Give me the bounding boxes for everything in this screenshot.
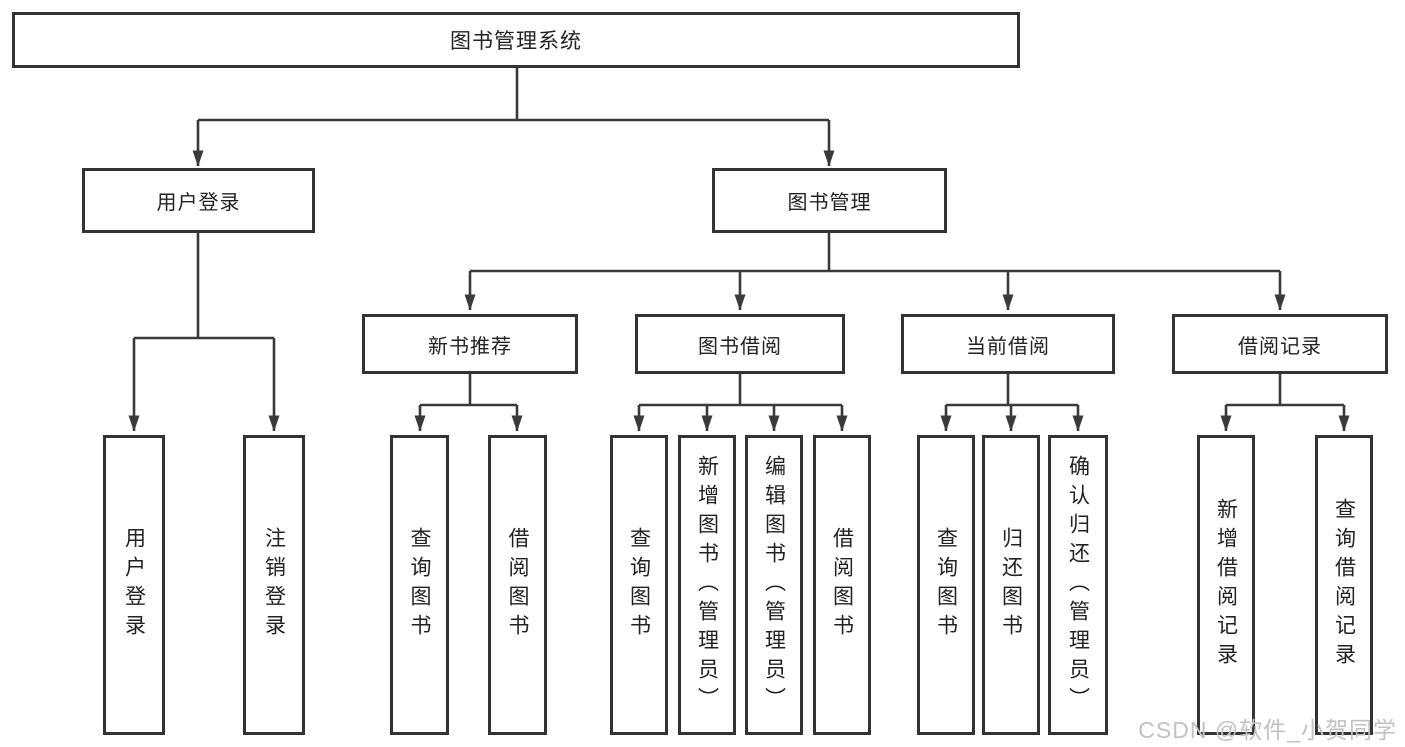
leaf-query-borrow-record: 查询借阅记录 <box>1315 435 1373 735</box>
leaf-add-books-admin: 新增图书（管理员） <box>678 435 736 735</box>
node-label: 新书推荐 <box>428 335 512 358</box>
node-label: 当前借阅 <box>966 335 1050 358</box>
leaf-add-borrow-record: 新增借阅记录 <box>1197 435 1255 735</box>
leaf-query-books-borrowing: 查询图书 <box>610 435 668 735</box>
leaf-borrow-books-borrowing: 借阅图书 <box>813 435 871 735</box>
leaf-label: 查询图书 <box>627 527 651 643</box>
node-label: 图书管理系统 <box>450 30 582 53</box>
leaf-edit-books-admin: 编辑图书（管理员） <box>745 435 803 735</box>
leaf-confirm-return-admin: 确认归还（管理员） <box>1048 435 1108 735</box>
leaf-label: 借阅图书 <box>830 527 854 643</box>
node-label: 用户登录 <box>156 192 241 214</box>
node-user-login: 用户登录 <box>82 168 315 233</box>
leaf-label: 查询图书 <box>934 527 958 643</box>
node-library-management-system: 图书管理系统 <box>12 12 1020 68</box>
leaf-label: 编辑图书（管理员） <box>762 454 786 716</box>
leaf-label: 注销登录 <box>262 527 286 643</box>
leaf-return-books: 归还图书 <box>982 435 1040 735</box>
node-borrowing-records: 借阅记录 <box>1172 314 1388 374</box>
leaf-label: 新增借阅记录 <box>1214 498 1238 672</box>
leaf-label: 查询借阅记录 <box>1332 498 1356 672</box>
node-label: 图书借阅 <box>698 335 782 358</box>
leaf-logout: 注销登录 <box>243 435 305 735</box>
node-current-borrowing: 当前借阅 <box>901 314 1115 374</box>
leaf-label: 借阅图书 <box>506 527 529 643</box>
node-book-borrowing: 图书借阅 <box>635 314 845 374</box>
node-label: 借阅记录 <box>1238 335 1322 358</box>
leaf-label: 查询图书 <box>408 527 431 643</box>
leaf-borrow-books-recommend: 借阅图书 <box>488 435 547 735</box>
leaf-query-books-recommend: 查询图书 <box>390 435 449 735</box>
leaf-label: 确认归还（管理员） <box>1066 454 1090 716</box>
leaf-user-login: 用户登录 <box>103 435 165 735</box>
node-new-book-recommend: 新书推荐 <box>362 314 578 374</box>
csdn-watermark: CSDN @软件_小贺同学 <box>1138 717 1397 743</box>
node-label: 图书管理 <box>787 192 872 214</box>
leaf-label: 新增图书（管理员） <box>695 454 719 716</box>
leaf-label: 用户登录 <box>122 527 146 643</box>
node-book-management: 图书管理 <box>712 168 947 233</box>
leaf-label: 归还图书 <box>999 527 1023 643</box>
leaf-query-books-current: 查询图书 <box>917 435 975 735</box>
